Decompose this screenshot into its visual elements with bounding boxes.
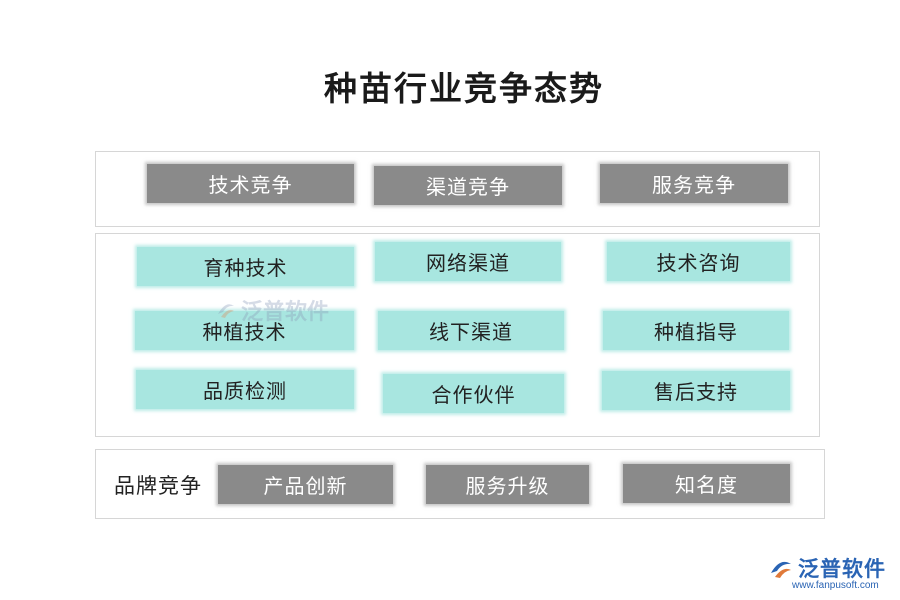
- watermark: 泛普软件: [215, 294, 329, 326]
- page-title: 种苗行业竞争态势: [324, 69, 604, 108]
- watermark-text: 泛普软件: [241, 300, 330, 325]
- item-planting-guidance: 种植指导: [603, 311, 789, 350]
- brand-competition-label: 品牌竞争: [114, 474, 202, 498]
- brand-product-innovation: 产品创新: [218, 465, 393, 504]
- item-breeding-tech: 育种技术: [137, 247, 354, 286]
- item-after-sales: 售后支持: [602, 371, 790, 410]
- category-channel: 渠道竞争: [374, 166, 562, 205]
- item-online-channel: 网络渠道: [375, 242, 561, 281]
- category-technology: 技术竞争: [147, 164, 354, 203]
- company-logo: 泛普软件: [768, 553, 886, 583]
- brand-awareness: 知名度: [623, 464, 790, 503]
- fanpu-logo-icon: [218, 304, 234, 318]
- fanpu-logo-icon: [771, 561, 791, 578]
- logo-url: www.fanpusoft.com: [792, 580, 879, 591]
- category-service: 服务竞争: [600, 164, 788, 203]
- brand-service-upgrade: 服务升级: [426, 465, 589, 504]
- logo-name: 泛普软件: [798, 557, 886, 581]
- item-quality-inspection: 品质检测: [136, 370, 354, 409]
- item-planting-tech: 种植技术: [135, 311, 354, 350]
- item-offline-channel: 线下渠道: [378, 311, 564, 350]
- item-partners: 合作伙伴: [383, 374, 564, 413]
- item-tech-consulting: 技术咨询: [607, 242, 790, 281]
